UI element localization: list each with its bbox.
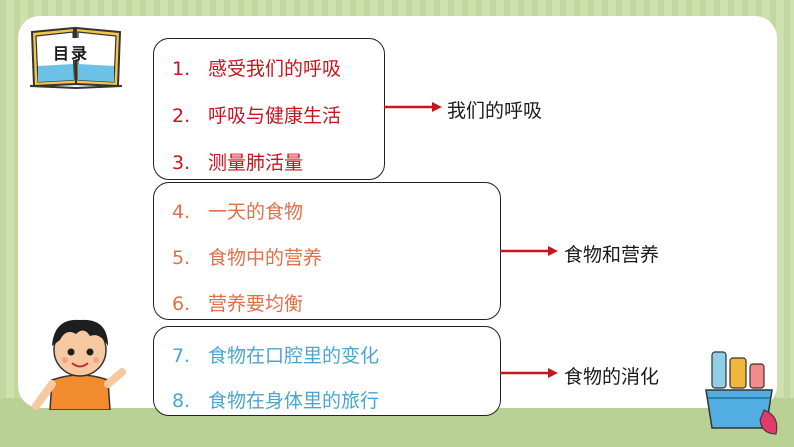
boy-illustration bbox=[32, 319, 126, 410]
list-item: 4.一天的食物 bbox=[172, 201, 304, 223]
book-icon bbox=[29, 26, 123, 90]
arrow-right-icon bbox=[500, 368, 558, 378]
list-item: 5.食物中的营养 bbox=[172, 247, 323, 269]
list-item: 2.呼吸与健康生活 bbox=[172, 105, 342, 127]
list-item: 1.感受我们的呼吸 bbox=[172, 58, 342, 80]
list-item: 6.营养要均衡 bbox=[172, 293, 304, 315]
group-box-3 bbox=[153, 326, 501, 416]
cleaning-bucket-illustration bbox=[705, 351, 778, 435]
list-item: 7.食物在口腔里的变化 bbox=[172, 345, 380, 367]
list-item: 8.食物在身体里的旅行 bbox=[172, 390, 380, 412]
group-target-2: 食物和营养 bbox=[564, 244, 660, 266]
arrow-right-icon bbox=[500, 246, 558, 256]
group-target-1: 我们的呼吸 bbox=[447, 100, 543, 122]
arrow-right-icon bbox=[384, 102, 442, 112]
page-title: 目录 bbox=[53, 44, 90, 63]
list-item: 3.测量肺活量 bbox=[172, 152, 304, 174]
group-target-3: 食物的消化 bbox=[564, 366, 660, 388]
group-box-2 bbox=[153, 182, 501, 320]
group-box-1 bbox=[153, 38, 385, 180]
